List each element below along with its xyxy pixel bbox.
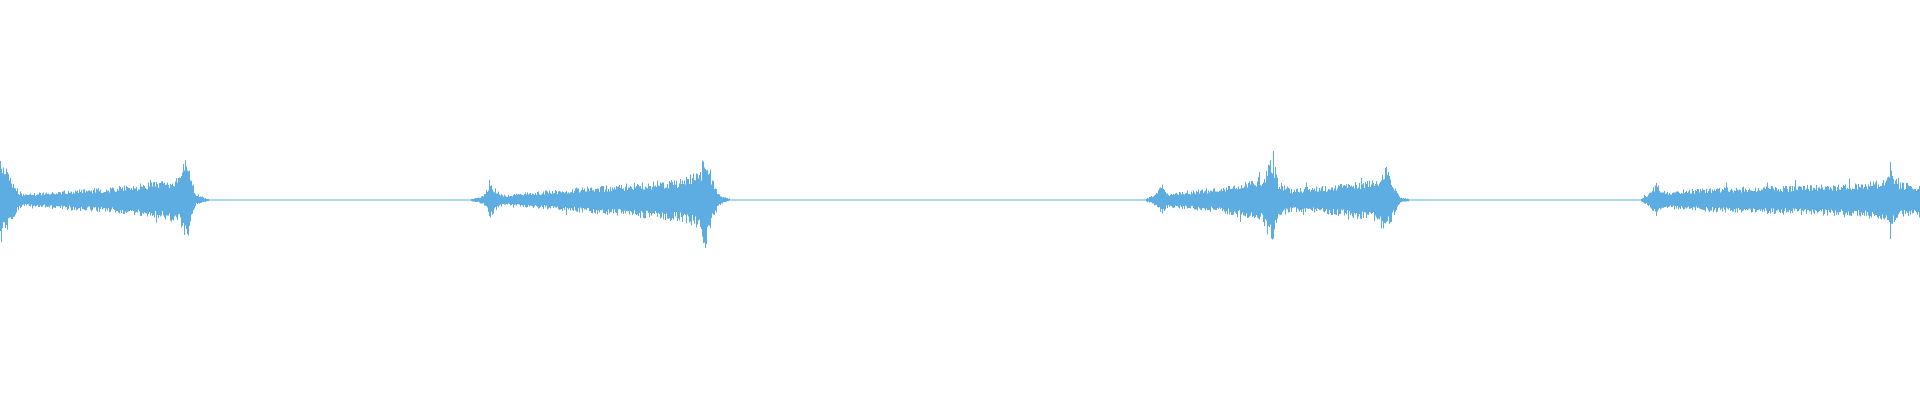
- waveform-bars: [0, 150, 1920, 249]
